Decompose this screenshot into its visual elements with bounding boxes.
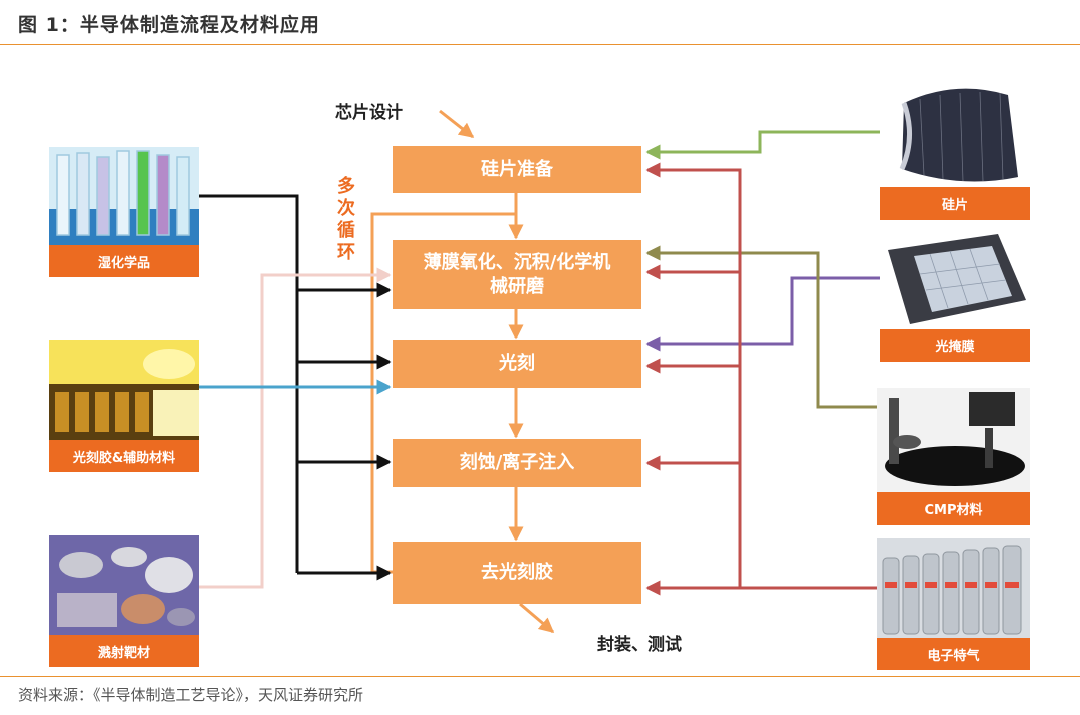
figure-title: 图 1：半导体制造流程及材料应用 — [18, 14, 320, 36]
step-thin-film-cmp: 薄膜氧化、沉积/化学机 械研磨 — [393, 240, 641, 309]
sputtering-targets-image — [49, 535, 199, 635]
step-lithography: 光刻 — [393, 340, 641, 388]
material-photomask: 光掩膜 — [880, 230, 1030, 362]
photomask-image — [880, 230, 1030, 329]
wet-chemicals-trunk — [198, 194, 299, 573]
material-silicon-wafer-caption: 硅片 — [880, 187, 1030, 220]
material-silicon-wafer: 硅片 — [880, 85, 1030, 220]
material-specialty-gases-caption: 电子特气 — [877, 638, 1030, 670]
cmp-machine-image — [877, 388, 1030, 492]
material-photoresist: 光刻胶&辅助材料 — [49, 340, 199, 472]
photomask-line — [645, 276, 880, 352]
wet-chemicals-lines — [198, 194, 392, 581]
source-note: 资料来源：《半导体制造工艺导论》，天风证券研究所 — [18, 686, 364, 704]
step-resist-strip: 去光刻胶 — [393, 542, 641, 604]
gas-cylinders-image — [877, 538, 1030, 638]
material-wet-chemicals-caption: 湿化学品 — [49, 245, 199, 277]
cycle-label: 多 次 循 环 — [337, 176, 355, 263]
sputtering-target-line — [198, 267, 392, 589]
package-test-label: 封装、测试 — [597, 635, 682, 655]
photoresist-bottles-image — [49, 340, 199, 440]
material-photoresist-caption: 光刻胶&辅助材料 — [49, 440, 199, 472]
gases-lines — [645, 162, 880, 596]
material-specialty-gases: 电子特气 — [877, 538, 1030, 670]
material-photomask-caption: 光掩膜 — [880, 329, 1030, 362]
step-wafer-prep: 硅片准备 — [393, 146, 641, 193]
test-tubes-image — [49, 147, 199, 245]
silicon-wafers-image — [880, 85, 1030, 187]
material-cmp-caption: CMP材料 — [877, 492, 1030, 525]
material-cmp: CMP材料 — [877, 388, 1030, 525]
gases-trunk — [645, 162, 880, 590]
arrow-strip-to-package — [519, 602, 555, 634]
step-etch-implant: 刻蚀/离子注入 — [393, 439, 641, 487]
cmp-line — [645, 245, 880, 409]
material-wet-chemicals: 湿化学品 — [49, 147, 199, 277]
material-sputtering-target-caption: 溅射靶材 — [49, 635, 199, 667]
chip-design-label: 芯片设计 — [335, 103, 403, 123]
arrow-design-to-wafer — [439, 109, 475, 139]
material-sputtering-target: 溅射靶材 — [49, 535, 199, 667]
title-divider — [0, 44, 1080, 45]
footer-divider — [0, 676, 1080, 677]
wafer-line — [645, 130, 880, 160]
